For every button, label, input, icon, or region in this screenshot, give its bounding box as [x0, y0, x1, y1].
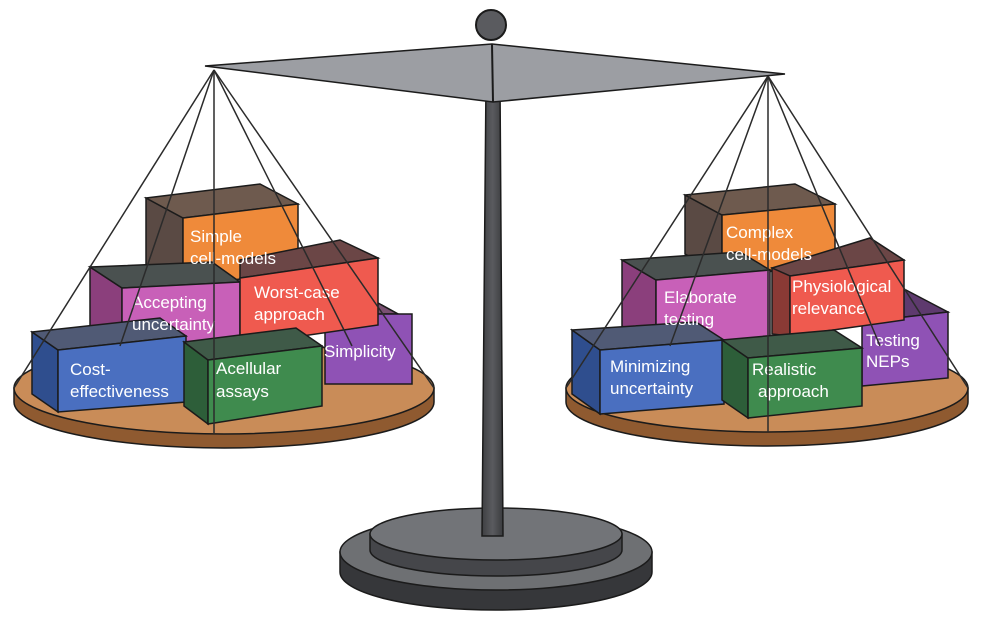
block-acellular-assays — [182, 327, 325, 426]
left-pan-strings — [13, 69, 435, 434]
label-worst-case-approach: Worst-case approach — [254, 283, 344, 324]
label-elaborate-testing: Elaborate testing — [664, 288, 742, 329]
scale-beam — [204, 43, 786, 103]
label-accepting-uncertainty: Accepting uncertainty — [132, 293, 216, 334]
label-minimizing-uncertainty: Minimizing uncertainty — [610, 357, 695, 398]
right-pan-strings — [565, 75, 969, 432]
block-physiological-relevance — [769, 237, 907, 337]
block-complex-cell-models — [682, 183, 838, 276]
block-labels: Simple cell-models Accepting uncertainty… — [70, 223, 920, 401]
block-cost-effectiveness — [29, 317, 189, 414]
block-realistic-approach — [719, 329, 865, 420]
label-simple-cell-models: Simple cell-models — [190, 227, 276, 268]
block-minimizing-uncertainty — [569, 321, 727, 416]
scale-knob — [475, 9, 507, 41]
scale-post — [481, 81, 504, 537]
label-complex-cell-models: Complex cell-models — [726, 223, 812, 264]
left-blocks — [29, 183, 413, 426]
right-blocks — [569, 183, 951, 420]
label-simplicity: Simplicity — [324, 342, 396, 361]
label-acellular-assays: Acellular assays — [216, 359, 286, 401]
label-physiological-relevance: Physiological relevance — [792, 277, 896, 318]
label-cost-effectiveness: Cost- effectiveness — [70, 360, 169, 401]
